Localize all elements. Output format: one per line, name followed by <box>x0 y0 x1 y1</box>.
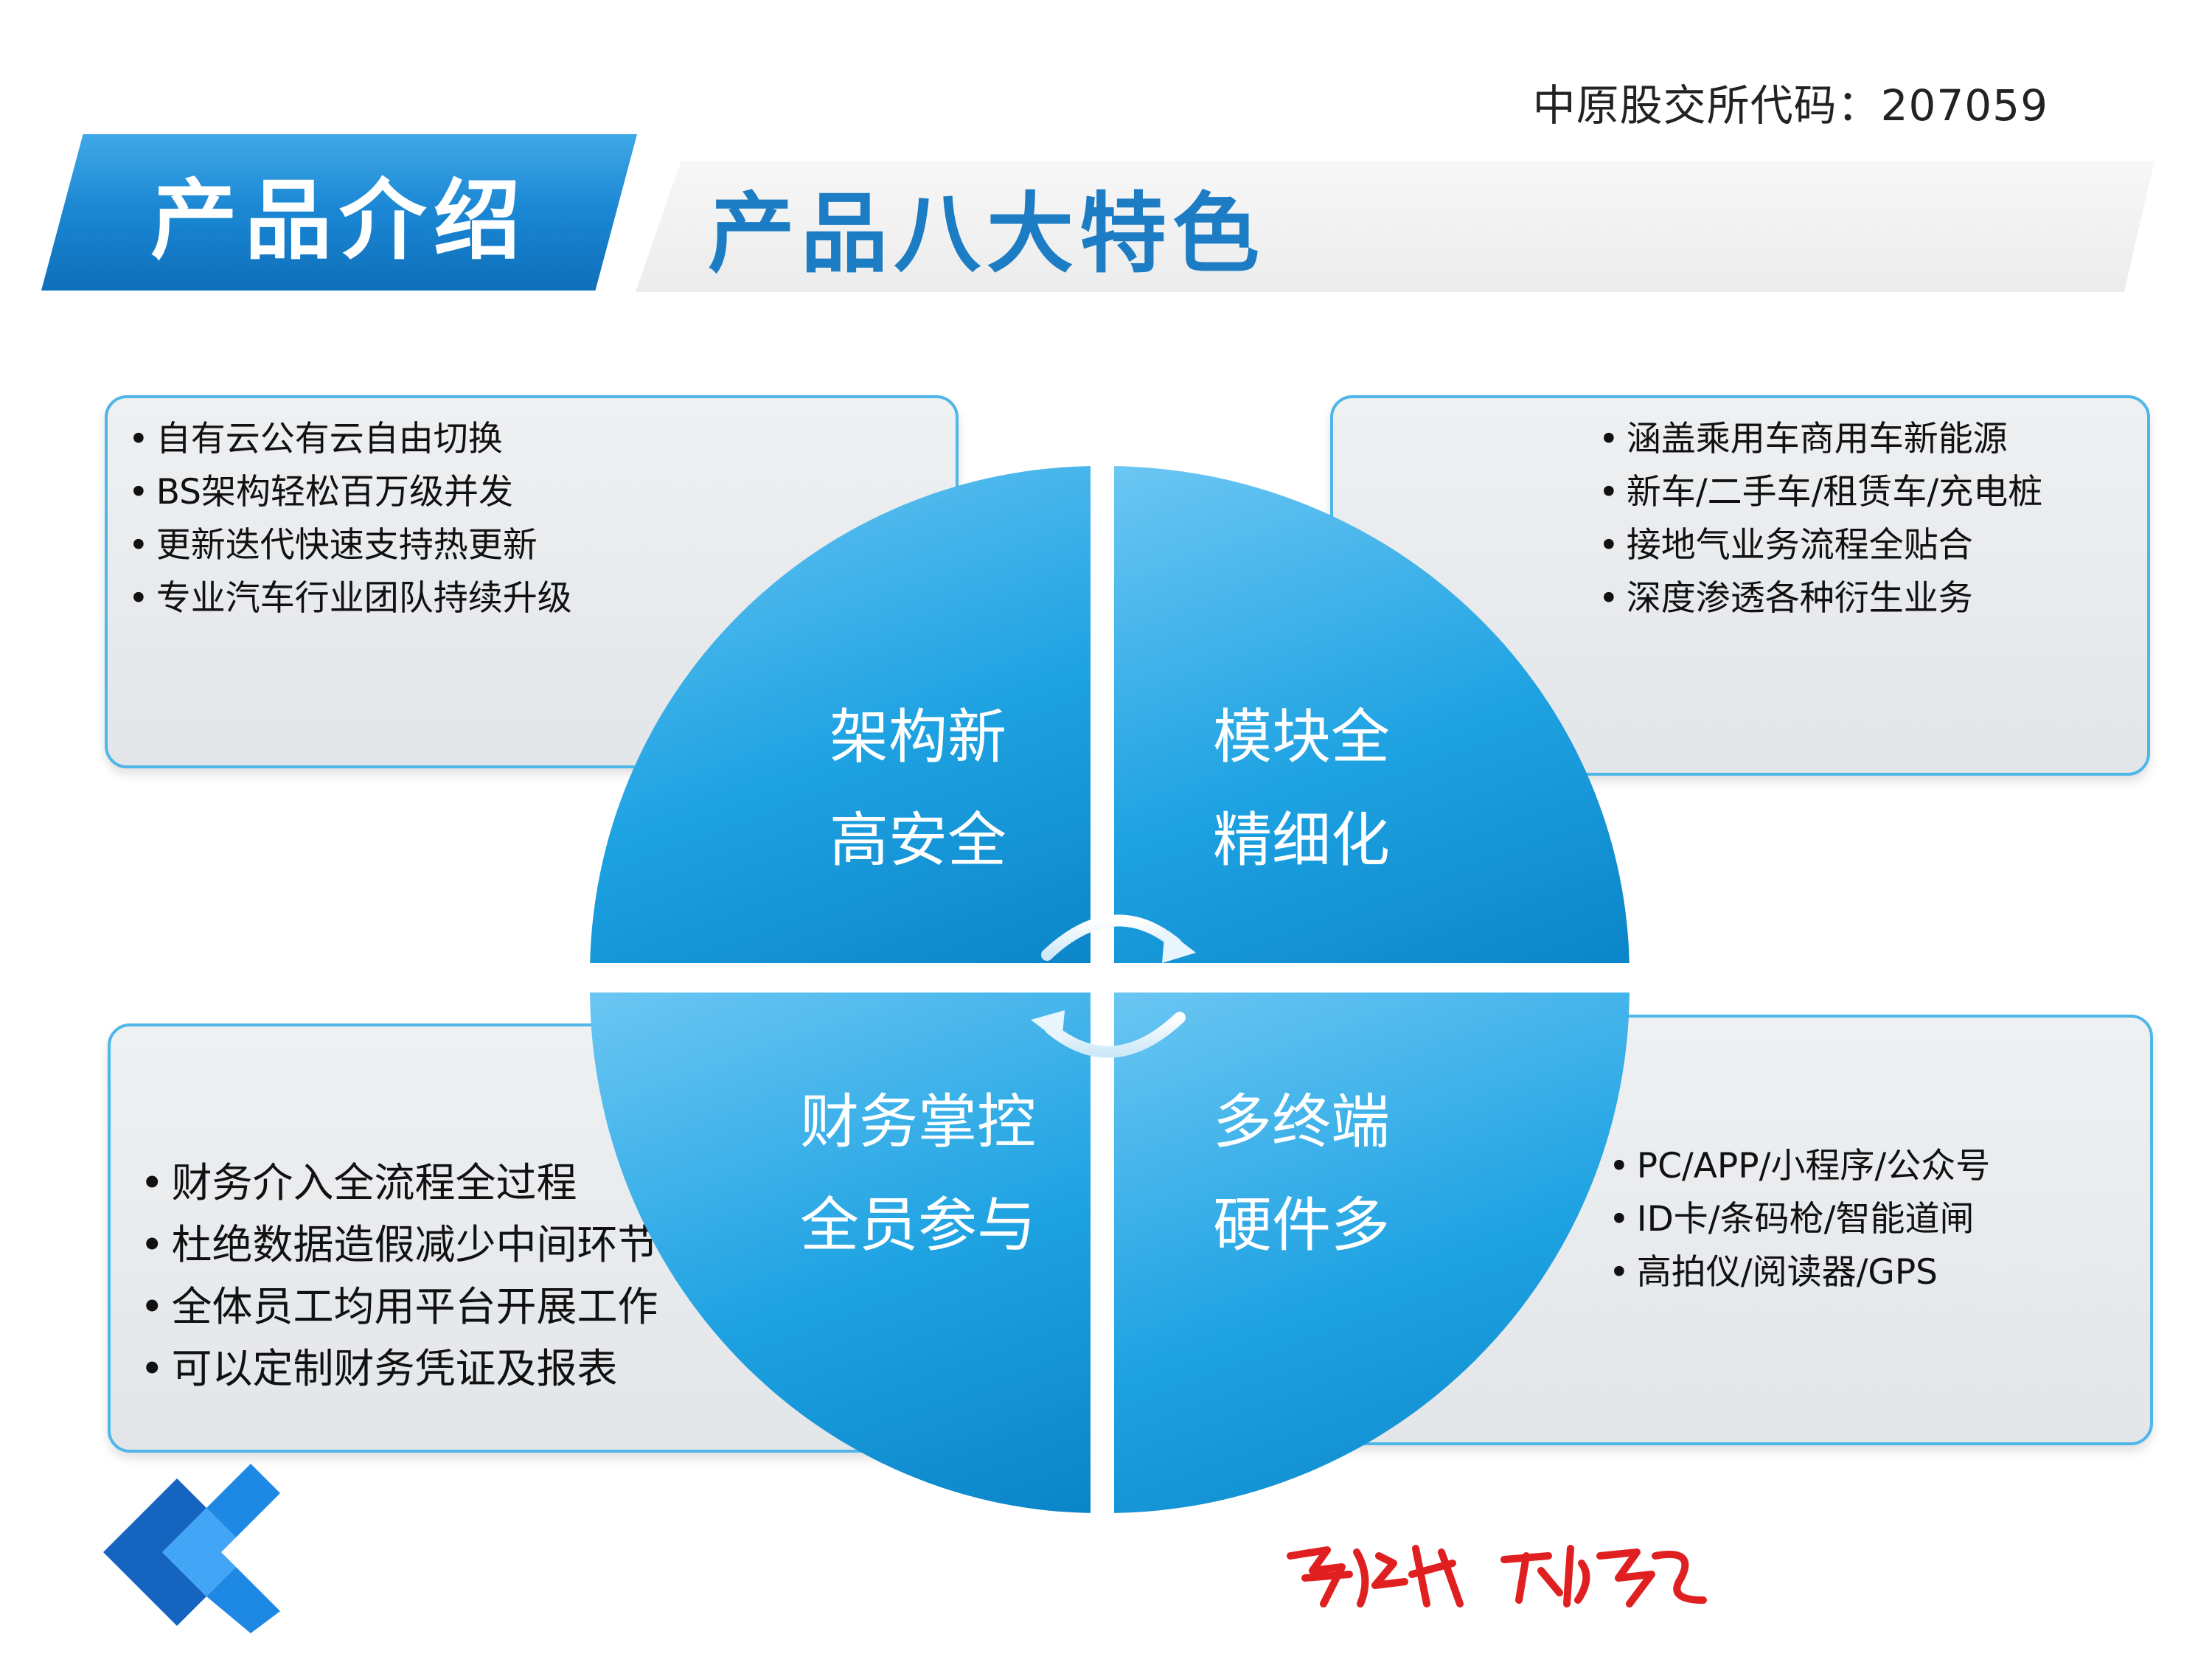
list-item: 高拍仪/阅读器/GPS <box>1609 1246 2150 1299</box>
list-item: 全体员工均用平台开展工作 <box>140 1276 981 1338</box>
list-item: 自有云公有云自由切换 <box>128 413 956 466</box>
quadrant-label-top-left: 架构新 高安全 <box>830 703 1006 875</box>
list-item: 可以定制财务凭证及报表 <box>140 1338 981 1400</box>
quadrant-label-bottom-right: 多终端 硬件多 <box>1213 1088 1390 1259</box>
cycle-arrows-icon <box>1031 914 1196 1058</box>
subtitle: 产品八大特色 <box>708 182 1266 285</box>
signature-icon <box>1287 1545 1707 1607</box>
subtitle-bar <box>636 161 2154 292</box>
quadrant-label-top-right: 模块全 精细化 <box>1213 703 1390 875</box>
quadrant-label-bottom-left: 财务掌控 全员参与 <box>800 1088 1036 1259</box>
section-title: 产品介绍 <box>150 169 528 271</box>
list-item: PC/APP/小程序/公众号 <box>1609 1140 2150 1193</box>
section-title-banner: 产品介绍 <box>41 134 637 291</box>
list-item: 新车/二手车/租赁车/充电桩 <box>1599 466 2147 519</box>
list-item: 专业汽车行业团队持续升级 <box>128 572 956 625</box>
company-logo-icon <box>103 1464 280 1633</box>
list-item: ID卡/条码枪/智能道闸 <box>1609 1193 2150 1246</box>
list-item: 更新迭代快速支持热更新 <box>128 519 956 572</box>
list-item: BS架构轻松百万级并发 <box>128 466 956 519</box>
list-item: 杜绝数据造假减少中间环节 <box>140 1214 981 1276</box>
list-item: 财务介入全流程全过程 <box>140 1152 981 1214</box>
list-item: 涵盖乘用车商用车新能源 <box>1599 413 2147 466</box>
quadrant-divider-horizontal <box>582 963 1630 993</box>
list-item: 深度渗透各种衍生业务 <box>1599 572 2147 625</box>
list-item: 接地气业务流程全贴合 <box>1599 519 2147 572</box>
stock-code: 中原股交所代码：207059 <box>1532 80 2048 131</box>
